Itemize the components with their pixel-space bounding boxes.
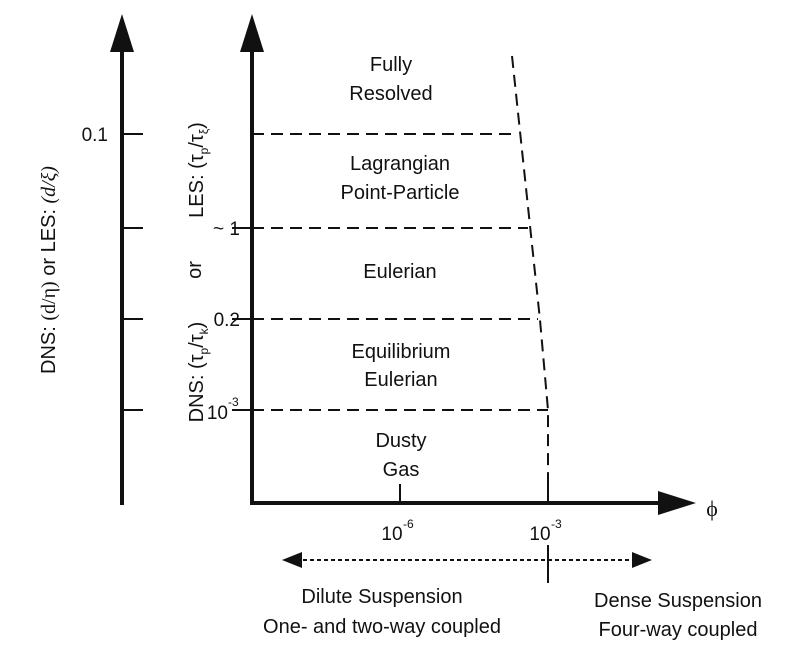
inner-tick-label-ten-exp: -3 xyxy=(228,395,239,409)
x-tick2-base: 10 xyxy=(529,524,550,545)
inner-tick-label-point-two: 0.2 xyxy=(214,310,240,331)
inner-axis-or-label: or xyxy=(184,261,206,279)
regime-4-line1: Dusty xyxy=(375,430,426,452)
dense-suspension-label: Dense Suspension xyxy=(594,590,762,612)
regime-0-line1: Fully xyxy=(370,54,412,76)
inner-tick-label-ten-base: 10 xyxy=(207,403,228,424)
dilute-coupling-label: One- and two-way coupled xyxy=(263,616,501,638)
inner-axis: ~ 1 0.2 10 -3 DNS: (τp/τk) or LES: (τp/τ… xyxy=(184,14,264,505)
outer-tick-label: 0.1 xyxy=(82,125,108,146)
regime-1-line2: Point-Particle xyxy=(341,182,460,204)
outer-axis: 0.1 DNS: (d/η) or LES: (d/ξ) xyxy=(38,14,143,505)
dilute-suspension-label: Dilute Suspension xyxy=(301,586,462,608)
regime-4-line2: Gas xyxy=(383,459,420,481)
suspension-range: Dilute Suspension One- and two-way coupl… xyxy=(263,545,762,641)
x-tick1-base: 10 xyxy=(381,524,402,545)
x-axis-arrowhead xyxy=(658,491,696,515)
regime-labels: Fully Resolved Lagrangian Point-Particle… xyxy=(341,54,460,481)
regime-boundaries xyxy=(252,55,549,503)
inner-tick-label-approx-one: ~ 1 xyxy=(213,219,240,240)
x-tick1-exp: -6 xyxy=(403,517,414,531)
regime-3-line1: Equilibrium xyxy=(352,341,451,363)
x-axis-symbol: ϕ xyxy=(706,496,718,521)
suspension-arrow-right xyxy=(632,552,652,568)
dense-coupling-label: Four-way coupled xyxy=(599,619,758,641)
inner-axis-arrowhead xyxy=(240,14,264,52)
suspension-arrow-left xyxy=(282,552,302,568)
outer-axis-title: DNS: (d/η) or LES: (d/ξ) xyxy=(38,166,60,374)
regime-3-line2: Eulerian xyxy=(364,369,437,391)
regime-2-line1: Eulerian xyxy=(363,261,436,283)
dense-boundary-line xyxy=(511,55,549,503)
x-tick2-exp: -3 xyxy=(551,517,562,531)
x-axis: 10 -6 10 -3 ϕ xyxy=(250,484,718,545)
inner-axis-les-label: LES: (τp/τξ) xyxy=(186,122,211,218)
regime-1-line1: Lagrangian xyxy=(350,153,450,175)
outer-axis-arrowhead xyxy=(110,14,134,52)
inner-axis-dns-label: DNS: (τp/τk) xyxy=(186,322,211,423)
regime-0-line2: Resolved xyxy=(349,83,432,105)
